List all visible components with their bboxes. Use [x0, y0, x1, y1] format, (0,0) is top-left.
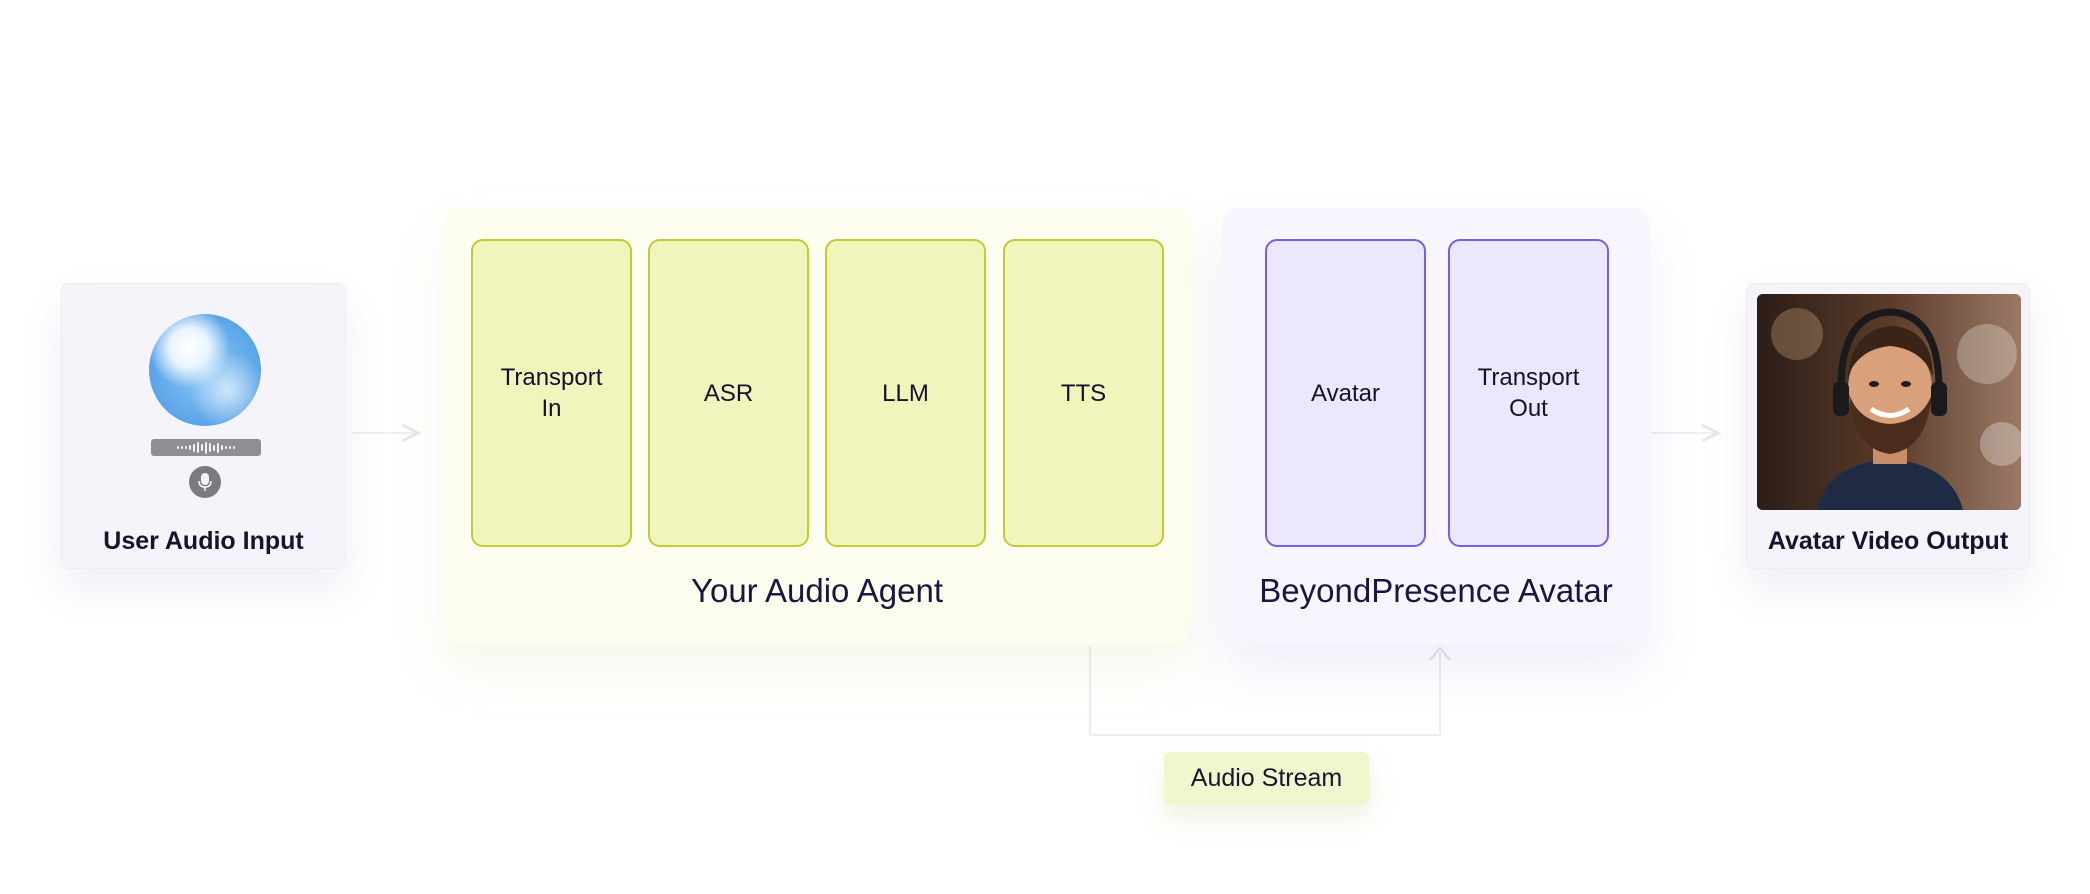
- module-label: Transport Out: [1477, 364, 1580, 422]
- module-label: TTS: [1060, 379, 1107, 407]
- module-llm: LLM: [825, 239, 986, 547]
- waveform-icon: [151, 439, 261, 456]
- avatar-video-output-card: Avatar Video Output: [1746, 283, 2030, 569]
- user-audio-input-card: User Audio Input: [61, 283, 346, 569]
- avatar-photo: [1757, 294, 2021, 510]
- avatar-group-title: BeyondPresence Avatar: [1259, 572, 1613, 609]
- module-transport-out: Transport Out: [1448, 239, 1609, 547]
- module-label: Transport In: [500, 364, 603, 422]
- audio-agent-panel: Transport In ASR LLM TTS Your Audio Agen…: [442, 208, 1192, 644]
- module-tts: TTS: [1003, 239, 1164, 547]
- module-label: ASR: [703, 379, 754, 407]
- module-asr: ASR: [648, 239, 809, 547]
- module-label: Avatar: [1311, 379, 1380, 407]
- agent-group-title: Your Audio Agent: [690, 572, 943, 609]
- audio-stream-arrowhead: [1429, 646, 1451, 661]
- audio-stream-label: Audio Stream: [1164, 752, 1369, 805]
- audio-orb-icon: [149, 314, 261, 426]
- avatar-panel: Avatar Transport Out BeyondPresence Avat…: [1222, 208, 1650, 644]
- audio-stream-line: [1089, 646, 1441, 736]
- audio-stream-text: Audio Stream: [1190, 764, 1343, 792]
- module-transport-in: Transport In: [471, 239, 632, 547]
- microphone-icon: [189, 466, 221, 498]
- module-avatar: Avatar: [1265, 239, 1426, 547]
- module-label: LLM: [882, 379, 929, 407]
- output-card-label: Avatar Video Output: [1767, 527, 2009, 555]
- input-card-label: User Audio Input: [103, 527, 304, 555]
